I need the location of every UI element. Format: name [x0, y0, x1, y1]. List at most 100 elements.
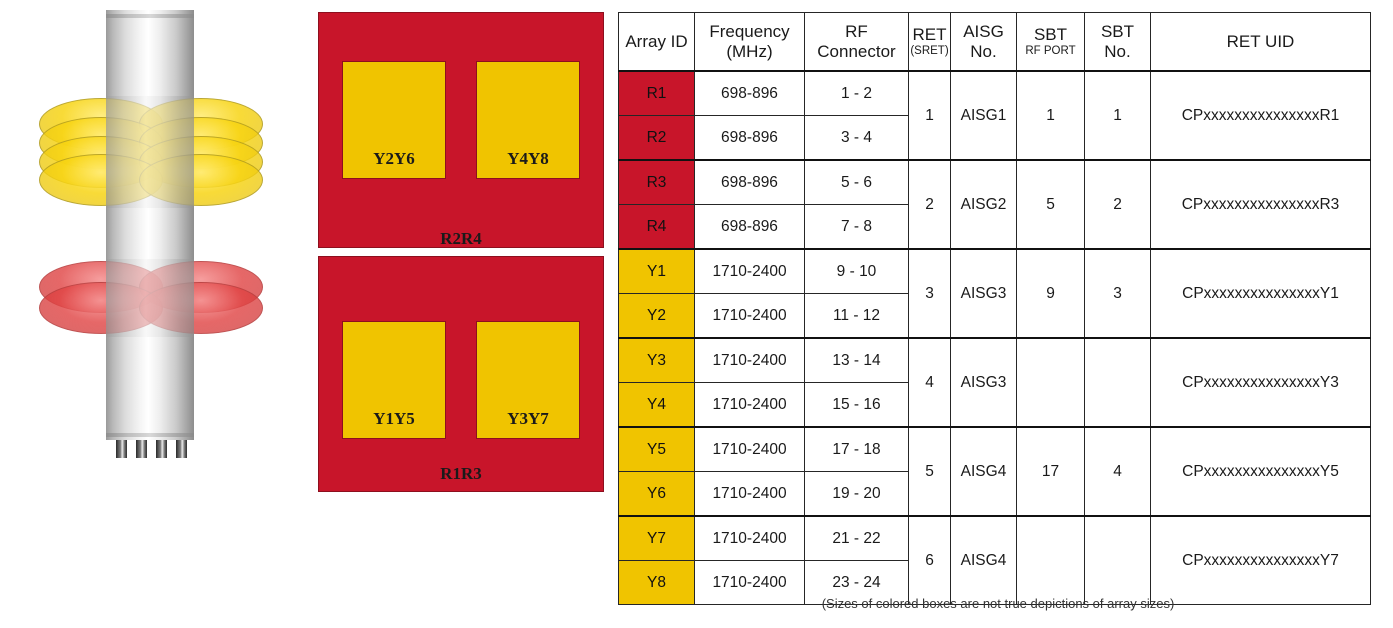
mast-overlay-upper: [106, 96, 194, 208]
cell-ret-uid: CPxxxxxxxxxxxxxxxR1: [1150, 70, 1371, 161]
cell-aisg-no: AISG1: [950, 70, 1017, 161]
column-header-sbt-no: SBT No.: [1084, 12, 1151, 72]
array-layout-diagram: Y2Y6 Y4Y8 R2R4 Y1Y5 Y3Y7 R1R3: [318, 12, 604, 502]
cell-sbt-no: 4: [1084, 426, 1151, 517]
cell-array-id: Y1: [618, 248, 695, 294]
cell-array-id: R3: [618, 159, 695, 205]
cell-ret-uid: CPxxxxxxxxxxxxxxxY5: [1150, 426, 1371, 517]
column-header-sbt-port-line1: SBT: [1033, 25, 1068, 45]
cell-rf-connector: 3 - 4: [804, 115, 909, 161]
mast-overlay-lower: [106, 259, 194, 337]
cell-frequency: 698-896: [694, 159, 805, 205]
cell-ret: 5: [908, 426, 951, 517]
antenna-mast: [106, 10, 194, 440]
cell-ret-uid: CPxxxxxxxxxxxxxxxY1: [1150, 248, 1371, 339]
cell-ret-uid: CPxxxxxxxxxxxxxxxR3: [1150, 159, 1371, 250]
cell-sbt-rf-port: 17: [1016, 426, 1085, 517]
cell-rf-connector: 17 - 18: [804, 426, 909, 472]
cell-frequency: 1710-2400: [694, 382, 805, 428]
column-header-frequency-line1: Frequency: [709, 21, 790, 41]
sub-array-y2y6: Y2Y6: [342, 61, 446, 179]
array-configuration-table-wrapper: Array ID Frequency (MHz) RF Connector RE…: [618, 12, 1371, 605]
cell-sbt-rf-port: 9: [1016, 248, 1085, 339]
table-header-row: Array ID Frequency (MHz) RF Connector RE…: [618, 12, 1371, 72]
column-header-rf-connector: RF Connector: [804, 12, 909, 72]
bottom-array-panel: Y1Y5 Y3Y7 R1R3: [318, 256, 604, 492]
cell-array-id: Y8: [618, 560, 695, 605]
cell-frequency: 698-896: [694, 115, 805, 161]
column-header-ret-line2: (SRET): [910, 44, 949, 57]
rf-connector-stub-3: [156, 440, 167, 458]
top-array-panel: Y2Y6 Y4Y8 R2R4: [318, 12, 604, 248]
cell-sbt-rf-port: 5: [1016, 159, 1085, 250]
sub-array-y3y7: Y3Y7: [476, 321, 580, 439]
cell-rf-connector: 7 - 8: [804, 204, 909, 250]
cell-sbt-rf-port: [1016, 515, 1085, 605]
cell-ret: 3: [908, 248, 951, 339]
cell-ret: 4: [908, 337, 951, 428]
column-header-ret-uid: RET UID: [1150, 12, 1371, 72]
cell-aisg-no: AISG4: [950, 426, 1017, 517]
cell-array-id: R2: [618, 115, 695, 161]
cell-array-id: R4: [618, 204, 695, 250]
cell-array-id: Y2: [618, 293, 695, 339]
antenna-bottom-cap: [106, 433, 194, 437]
cell-sbt-no: 1: [1084, 70, 1151, 161]
cell-array-id: Y5: [618, 426, 695, 472]
array-configuration-table: Array ID Frequency (MHz) RF Connector RE…: [618, 12, 1371, 605]
column-header-rf-line1: RF: [845, 21, 868, 41]
cell-frequency: 1710-2400: [694, 337, 805, 383]
cell-rf-connector: 9 - 10: [804, 248, 909, 294]
cell-frequency: 698-896: [694, 70, 805, 116]
cell-aisg-no: AISG4: [950, 515, 1017, 605]
cell-frequency: 1710-2400: [694, 560, 805, 605]
cell-rf-connector: 21 - 22: [804, 515, 909, 561]
cell-ret: 2: [908, 159, 951, 250]
column-header-array-id: Array ID: [618, 12, 695, 72]
cell-aisg-no: AISG3: [950, 337, 1017, 428]
bottom-array-panel-label: R1R3: [440, 464, 482, 483]
cell-sbt-rf-port: [1016, 337, 1085, 428]
cell-array-id: Y4: [618, 382, 695, 428]
column-header-sbt-rf-port: SBT RF PORT: [1016, 12, 1085, 72]
cell-rf-connector: 15 - 16: [804, 382, 909, 428]
rf-connector-stub-1: [116, 440, 127, 458]
cell-rf-connector: 5 - 6: [804, 159, 909, 205]
cell-frequency: 1710-2400: [694, 471, 805, 517]
cell-array-id: Y6: [618, 471, 695, 517]
cell-array-id: Y7: [618, 515, 695, 561]
column-header-aisg-line1: AISG: [963, 21, 1004, 41]
cell-rf-connector: 13 - 14: [804, 337, 909, 383]
column-header-ret: RET (SRET): [908, 12, 951, 72]
cell-rf-connector: 11 - 12: [804, 293, 909, 339]
cell-aisg-no: AISG3: [950, 248, 1017, 339]
cell-frequency: 1710-2400: [694, 248, 805, 294]
cell-frequency: 1710-2400: [694, 293, 805, 339]
cell-sbt-rf-port: 1: [1016, 70, 1085, 161]
column-header-rf-line2: Connector: [817, 41, 896, 61]
column-header-sbt-no-line2: No.: [1104, 41, 1131, 61]
column-header-frequency: Frequency (MHz): [694, 12, 805, 72]
antenna-illustration: [0, 0, 300, 520]
column-header-aisg-line2: No.: [970, 41, 997, 61]
cell-ret: 6: [908, 515, 951, 605]
rf-connector-stub-2: [136, 440, 147, 458]
cell-rf-connector: 19 - 20: [804, 471, 909, 517]
cell-rf-connector: 23 - 24: [804, 560, 909, 605]
cell-frequency: 698-896: [694, 204, 805, 250]
cell-ret-uid: CPxxxxxxxxxxxxxxxY7: [1150, 515, 1371, 605]
column-header-frequency-line2: (MHz): [726, 41, 773, 61]
cell-ret-uid: CPxxxxxxxxxxxxxxxY3: [1150, 337, 1371, 428]
sub-array-y4y8: Y4Y8: [476, 61, 580, 179]
column-header-sbt-no-line1: SBT: [1100, 21, 1135, 41]
cell-ret: 1: [908, 70, 951, 161]
